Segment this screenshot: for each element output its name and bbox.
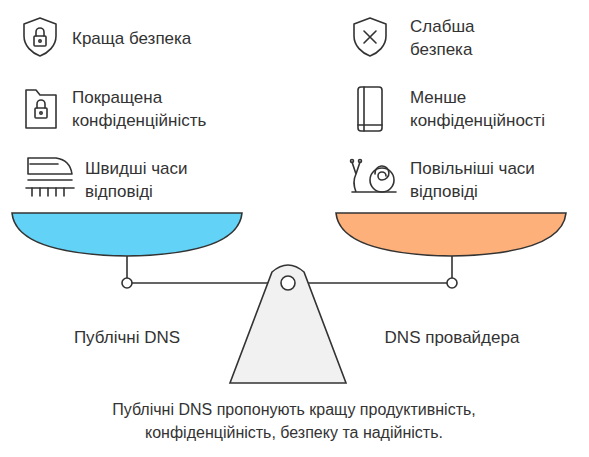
pro-label: Покращена конфіденційність: [72, 86, 222, 132]
fulcrum: [230, 265, 346, 383]
caption: Публічні DNS пропонують кращу продуктивн…: [69, 398, 519, 444]
book-icon: [358, 87, 382, 131]
pivot: [281, 276, 295, 290]
snail-icon: [351, 160, 397, 193]
side-label: Публічні DNS: [27, 326, 227, 349]
pro-label: Швидші часи відповіді: [85, 157, 205, 203]
con-label: Слабша безпека: [410, 15, 510, 61]
beam-joint: [447, 278, 457, 288]
shield-lock-icon: [24, 18, 56, 56]
con-label: Менше конфіденційності: [410, 86, 580, 132]
shield-x-icon: [354, 18, 386, 56]
folder-lock-icon: [26, 90, 56, 128]
side-label: DNS провайдера: [352, 326, 552, 349]
train-icon: [26, 158, 74, 196]
right-pan: [336, 213, 566, 256]
left-pan: [12, 213, 242, 256]
beam-joint: [122, 278, 132, 288]
con-label: Повільніші часи відповіді: [410, 157, 570, 203]
pro-label: Краща безпека: [72, 27, 232, 50]
